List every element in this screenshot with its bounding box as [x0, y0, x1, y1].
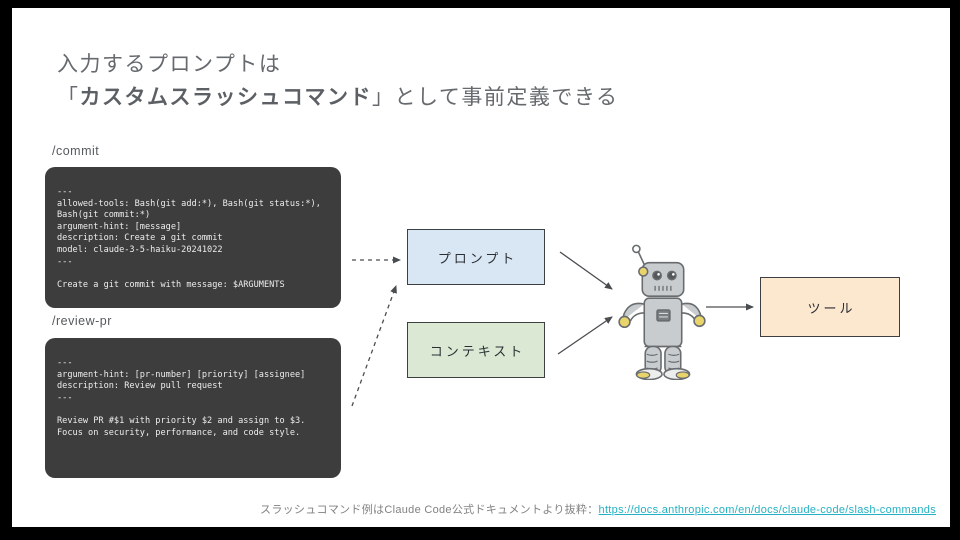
footer-text: スラッシュコマンド例はClaude Code公式ドキュメントより抜粋：	[260, 504, 599, 516]
footer-caption: スラッシュコマンド例はClaude Code公式ドキュメントより抜粋：https…	[260, 501, 936, 517]
command-label-commit: /commit	[52, 144, 100, 158]
arrow-context-to-robot	[557, 316, 613, 355]
robot-icon	[618, 244, 706, 380]
slide-canvas: 入力するプロンプトは 「カスタムスラッシュコマンド」として事前定義できる /co…	[12, 8, 950, 527]
dashed-arrow-reviewpr-to-prompt	[351, 285, 397, 407]
code-block-review-pr: --- argument-hint: [pr-number] [priority…	[45, 338, 341, 478]
command-label-review-pr: /review-pr	[52, 314, 112, 328]
tool-box: ツール	[760, 277, 900, 337]
title-line-2: 「カスタムスラッシュコマンド」として事前定義できる	[57, 86, 619, 109]
context-box: コンテキスト	[407, 322, 545, 378]
title-emphasis: カスタムスラッシュコマンド	[79, 86, 372, 109]
page-title: 入力するプロンプトは 「カスタムスラッシュコマンド」として事前定義できる	[57, 48, 757, 114]
title-line-1: 入力するプロンプトは	[57, 53, 282, 76]
code-block-commit: --- allowed-tools: Bash(git add:*), Bash…	[45, 167, 341, 308]
footer-link[interactable]: https://docs.anthropic.com/en/docs/claud…	[598, 504, 936, 516]
arrow-prompt-to-robot	[559, 251, 613, 290]
prompt-box: プロンプト	[407, 229, 545, 285]
